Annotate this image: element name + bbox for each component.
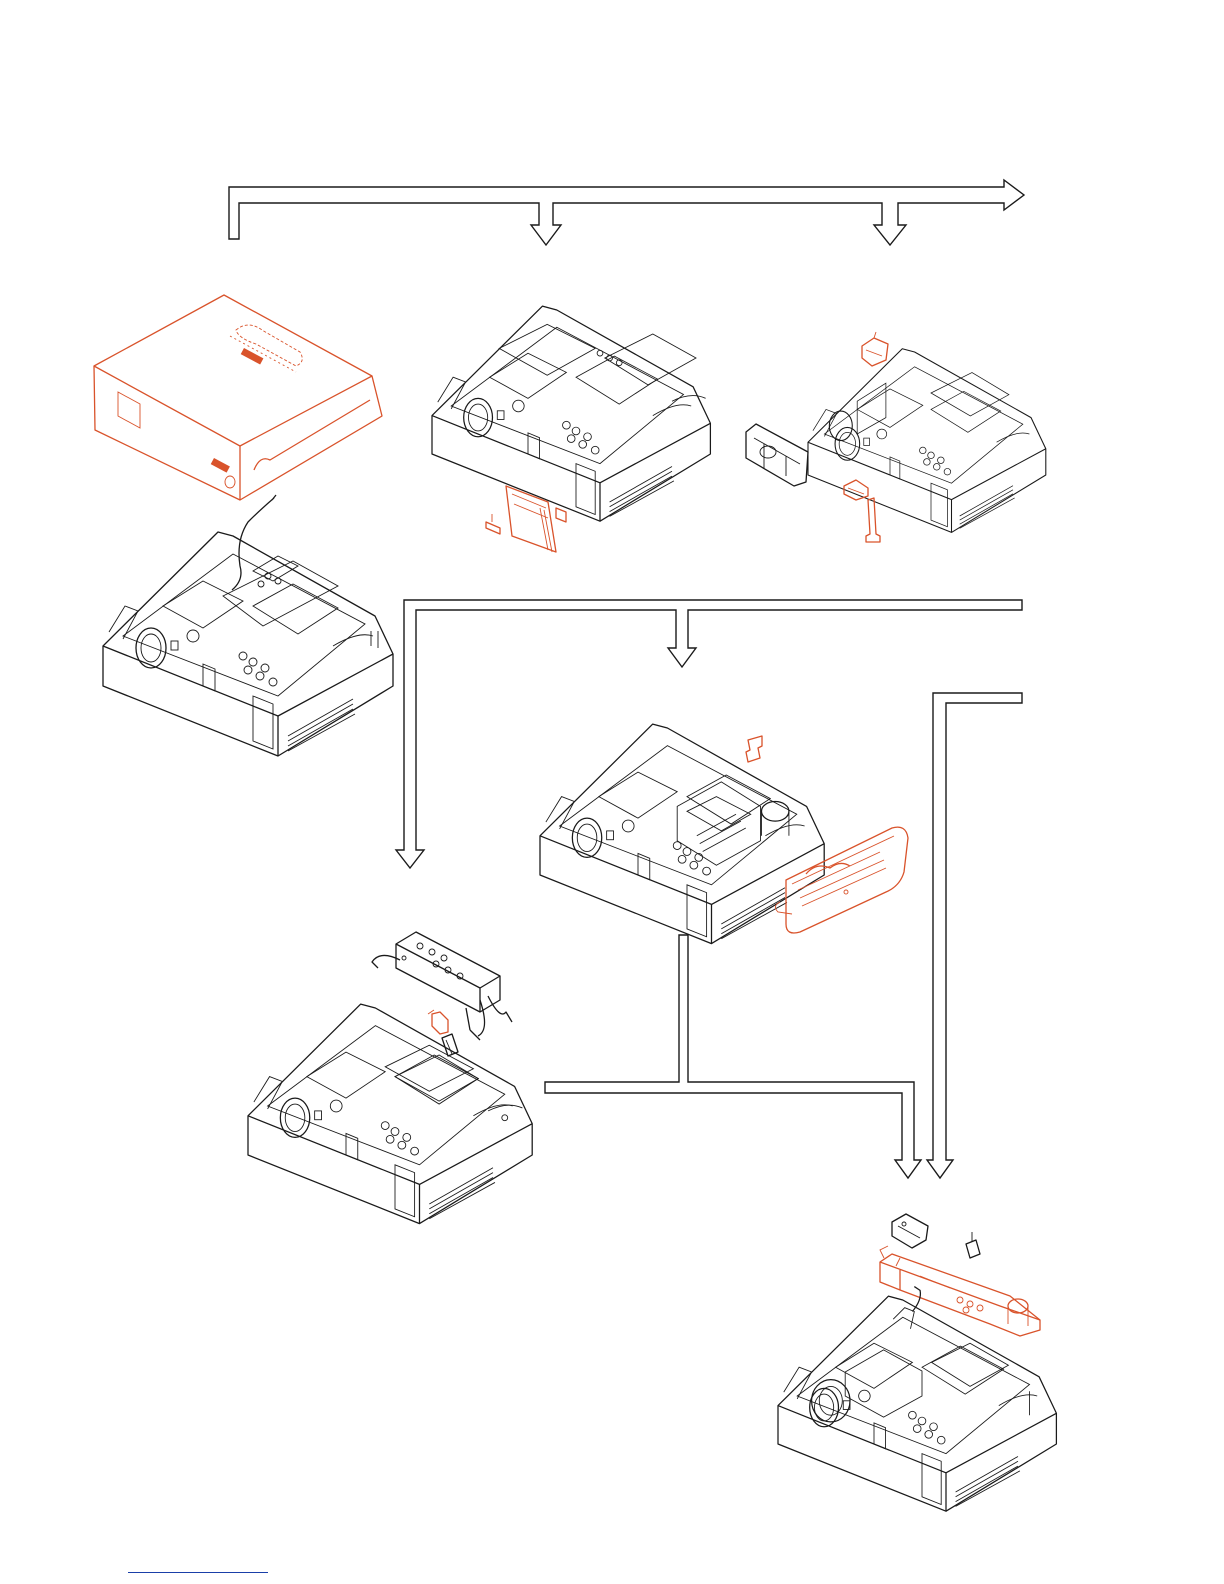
step-4 bbox=[248, 932, 532, 1224]
small-bracket bbox=[746, 736, 762, 762]
step-1 bbox=[94, 295, 393, 756]
small-brackets bbox=[844, 332, 888, 542]
step-5 bbox=[540, 724, 908, 944]
main-chassis-board bbox=[880, 1246, 1040, 1336]
front-panel bbox=[775, 827, 908, 933]
step-3 bbox=[746, 332, 1046, 542]
footer-rule bbox=[128, 1572, 268, 1573]
step-6 bbox=[778, 1214, 1056, 1511]
arrow-main-top bbox=[229, 180, 1024, 245]
step-2 bbox=[432, 306, 710, 552]
side-board bbox=[486, 486, 566, 552]
arrow-right-down bbox=[927, 693, 1022, 1178]
top-cover bbox=[94, 295, 382, 500]
arrow-merge bbox=[545, 935, 921, 1178]
arrow-mid-row bbox=[396, 600, 1022, 868]
